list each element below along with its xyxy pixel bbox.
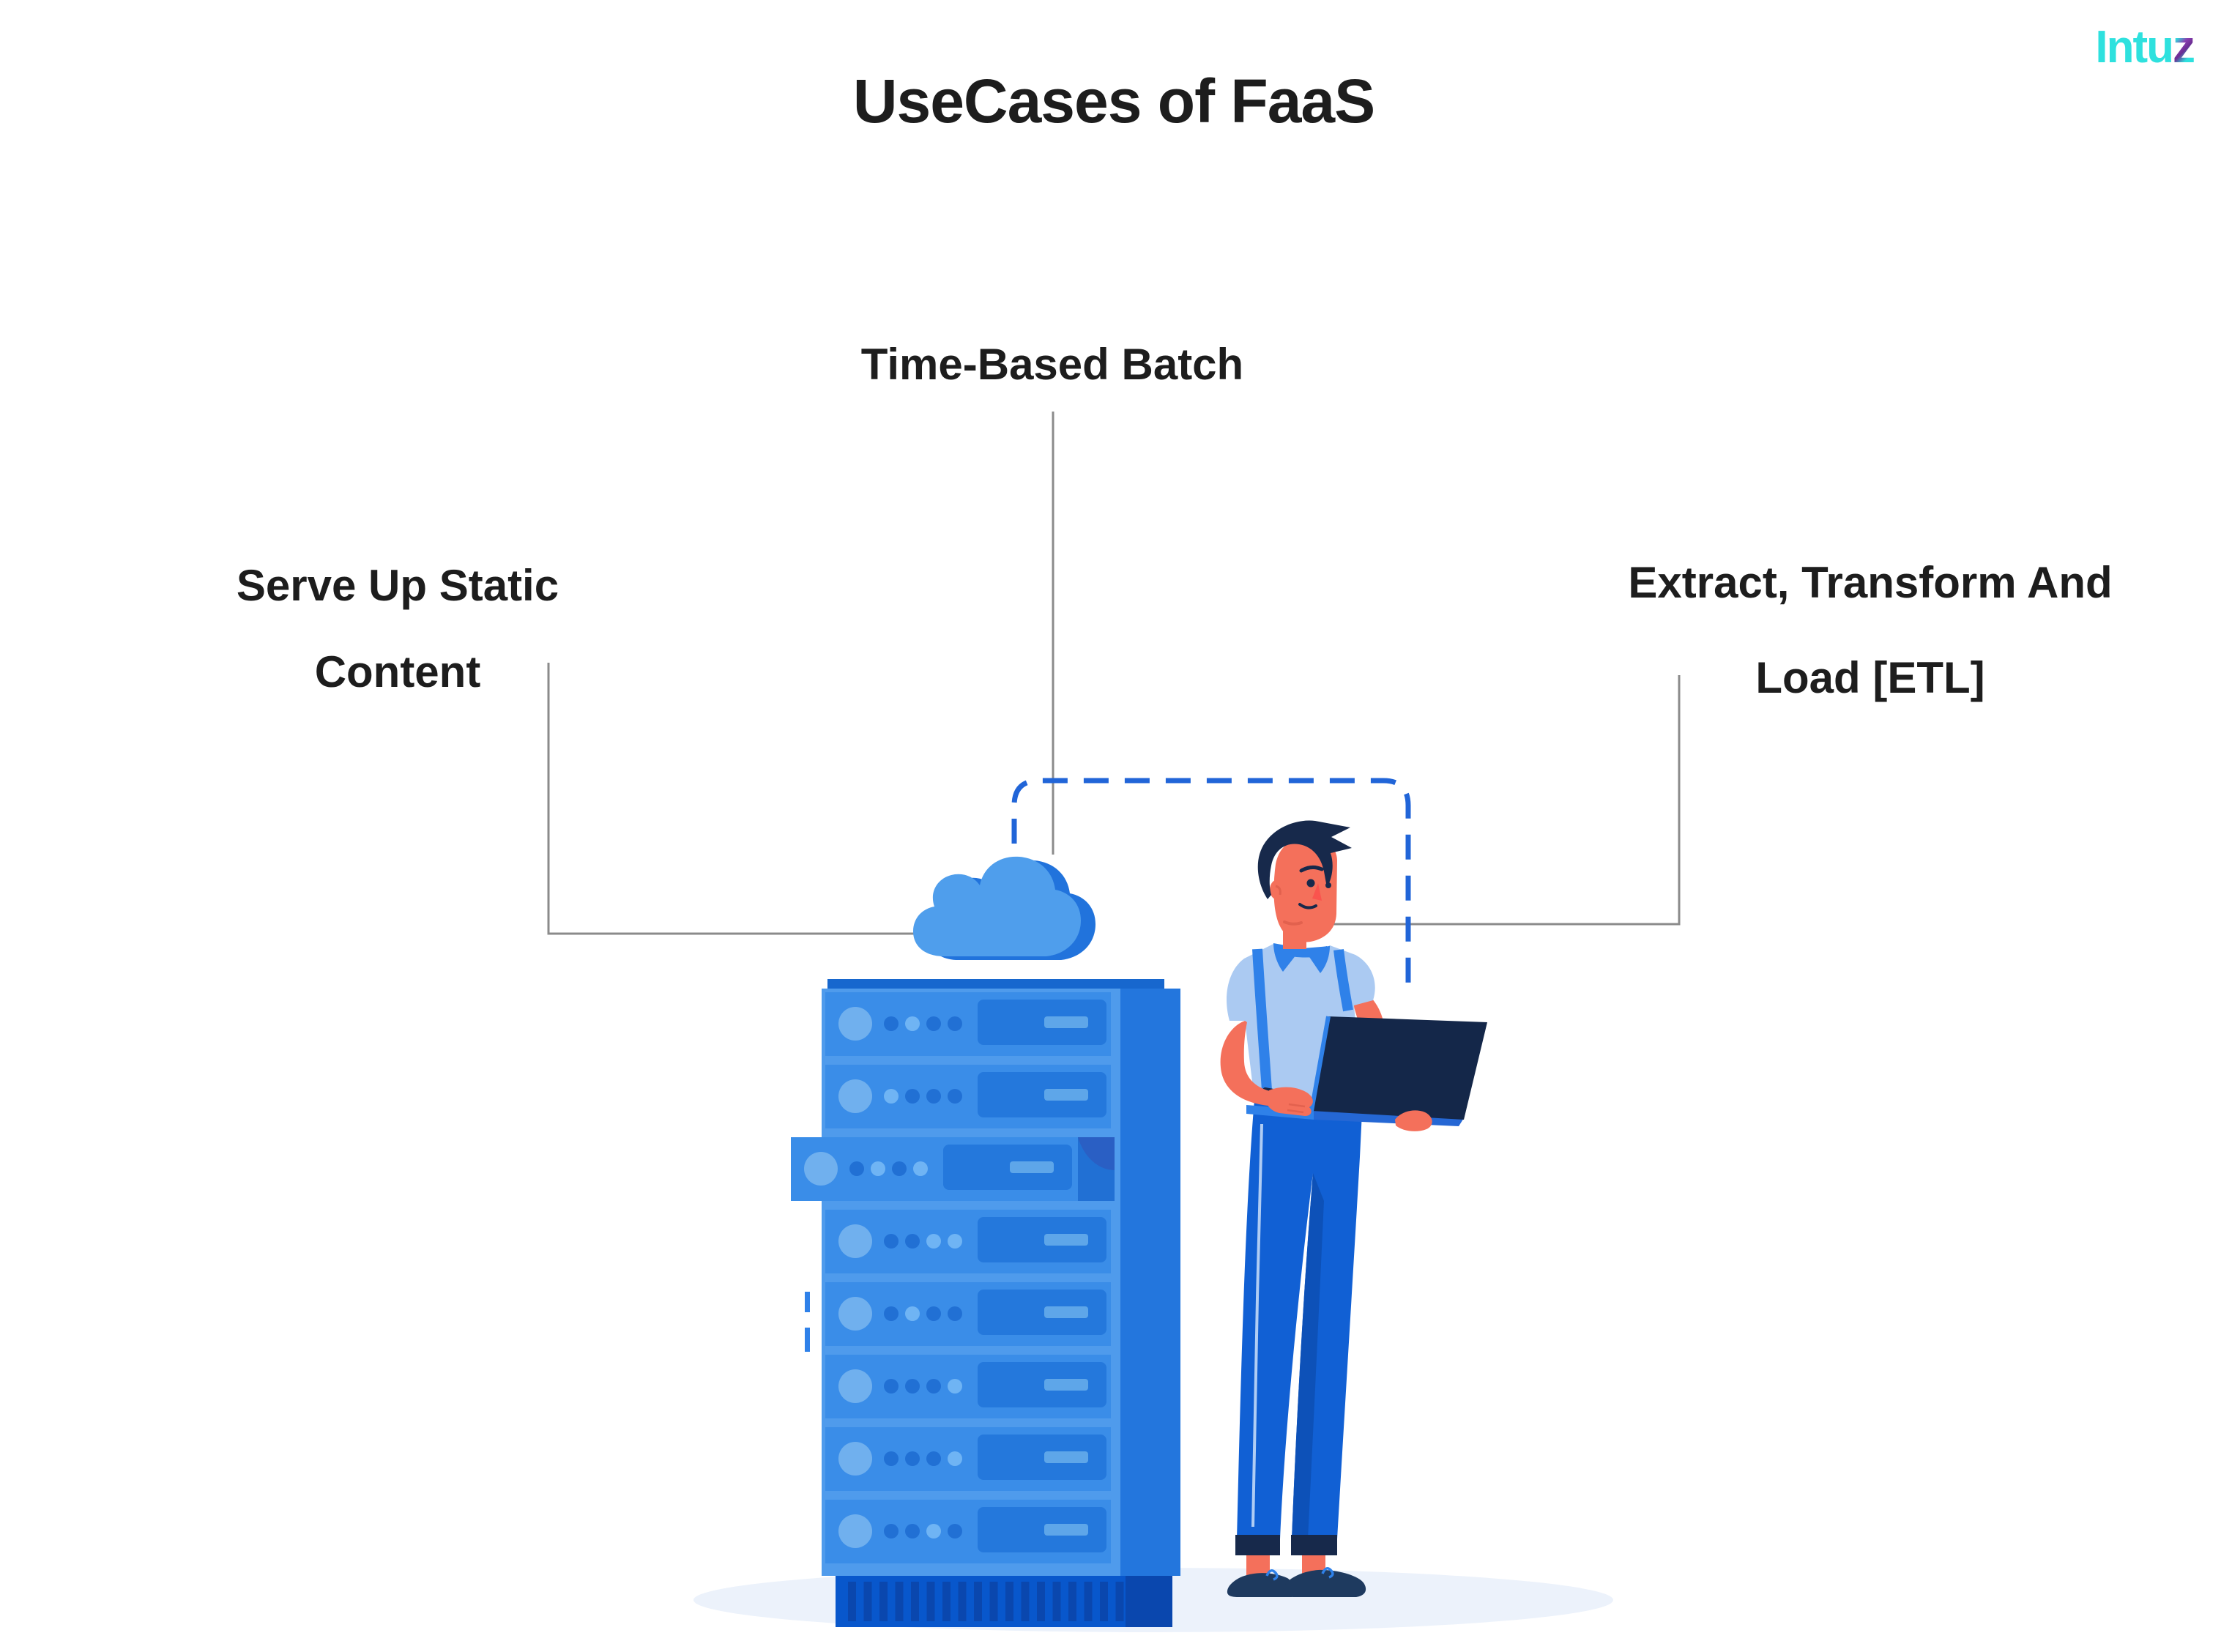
shoe-lace [1265,1569,1279,1581]
pants-highlight [1251,1123,1263,1528]
label-line: Load [ETL] [1755,653,1985,702]
intuz-logo: Intuz [2095,22,2195,72]
rack-top-strip [827,979,1164,989]
accent-dash [805,1292,810,1312]
label-line: Serve Up Static [236,561,559,610]
person-face [1273,837,1337,942]
eye [1325,882,1331,888]
ear-line [1275,885,1281,896]
page-title: UseCases of FaaS [852,67,1375,135]
nose [1312,883,1322,901]
shoe [1227,1573,1294,1597]
intuz-logo-z: z [2173,22,2195,72]
mouth [1298,903,1317,909]
shirt-collar-left [1273,943,1301,972]
dashed-connection-path [1011,778,1411,991]
connector-line-right [1306,675,1681,926]
finger-lines [1287,1103,1306,1114]
label-serve-static-content: Serve Up Static Content [237,564,559,694]
right-hand [1395,1110,1432,1131]
label-time-based-batch: Time-Based Batch [861,343,1243,387]
connector-line-left [547,663,924,935]
laptop-screen-edge [1309,1016,1331,1112]
pants-shade [1292,1173,1324,1539]
server-row [825,992,1111,1056]
cloud-icon [913,856,1095,960]
server-row [825,1500,1111,1563]
label-line: Time-Based Batch [860,340,1244,389]
suspender-right [1333,949,1353,1012]
drawer-fold [1078,1137,1115,1170]
intuz-logo-text: Intu [2095,22,2174,72]
shoe [1282,1569,1366,1597]
suspender-left [1252,948,1273,1101]
person-pants [1237,1097,1363,1539]
person-ear [1270,879,1286,900]
server-row [825,1427,1111,1491]
person-hair [1257,820,1352,899]
eye [1306,879,1315,888]
pant-cuff [1291,1535,1337,1555]
server-row [825,1065,1111,1128]
person-left-arm [1220,1021,1310,1109]
accent-dash [805,1328,810,1352]
laptop-screen [1312,1016,1487,1120]
server-row [825,1282,1111,1346]
rack-rows [791,992,1115,1563]
left-hand [1265,1087,1313,1116]
label-line: Content [314,647,481,696]
rack-base-vents [848,1582,1124,1621]
label-etl: Extract, Transform And Load [ETL] [1628,561,2112,700]
rack-base-side [1126,1576,1172,1627]
label-line: Extract, Transform And [1628,558,2113,607]
shoe-lace [1321,1567,1334,1579]
server-row [825,1355,1111,1418]
server-row [825,1210,1111,1273]
eyebrow [1299,865,1324,873]
cloud-front [913,856,1081,956]
server-rack [791,979,1180,1627]
rack-side-panel [1120,989,1180,1576]
chin-line [1283,920,1303,926]
shirt-collar-right [1303,946,1330,973]
pant-cuff [1235,1535,1280,1555]
server-row-pulled-out [791,1137,1115,1201]
person-holding-laptop [1220,820,1487,1597]
